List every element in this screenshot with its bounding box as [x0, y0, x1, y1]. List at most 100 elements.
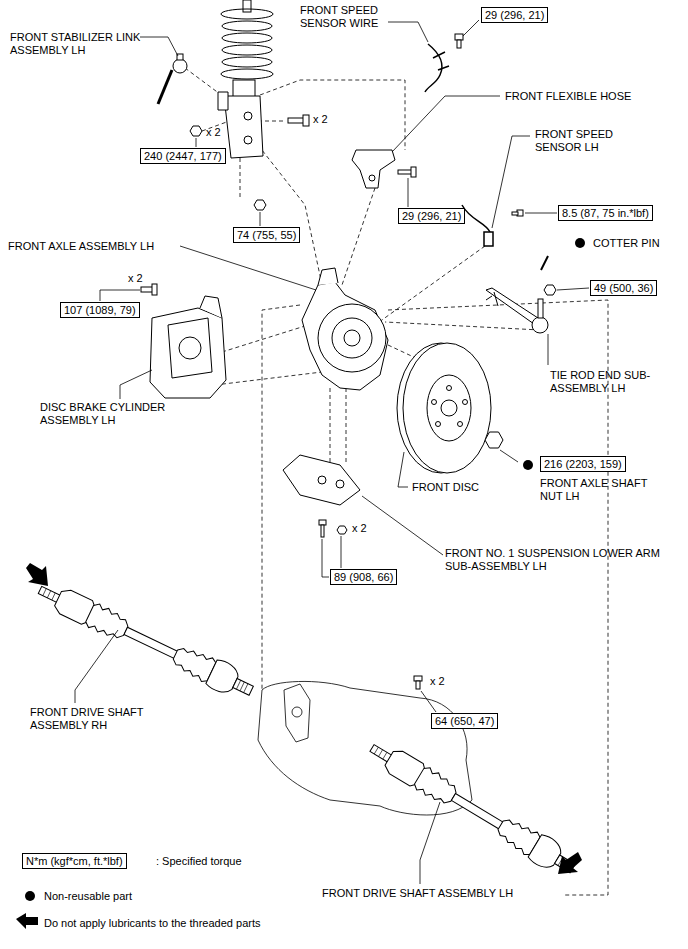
leader-line [388, 22, 428, 42]
torque-box: 240 (2447, 177) [140, 148, 226, 164]
flexible-hose-bracket [369, 175, 375, 181]
nut-and-bolt [457, 40, 461, 48]
nut-and-bolt [152, 284, 157, 295]
part-label: DISC BRAKE CYLINDER ASSEMBLY LH [40, 401, 185, 427]
dashed-assembly-line [258, 145, 322, 285]
leader-line [362, 496, 443, 555]
nut-and-bolt [321, 525, 324, 537]
coil-spring [221, 9, 273, 19]
dashed-assembly-line [368, 246, 485, 330]
non-reusable-dot [25, 891, 35, 901]
non-reusable-dot [575, 238, 585, 248]
tie-rod-end [486, 292, 498, 306]
part-label: FRONT DRIVE SHAFT ASSEMBLY RH [30, 706, 165, 732]
part-label: FRONT DISC [412, 481, 479, 494]
dashed-assembly-line [240, 158, 241, 200]
leader-line [525, 213, 557, 214]
lubricant-arrow [26, 563, 48, 586]
front-disc [427, 375, 471, 441]
quantity-label: x 2 [430, 675, 445, 688]
leader-line [500, 450, 518, 462]
leader-line [75, 630, 118, 703]
strut-body [224, 96, 263, 158]
part-label: FRONT AXLE SHAFT NUT LH [540, 477, 650, 503]
strut-body [244, 112, 252, 120]
leader-line [180, 246, 316, 290]
coil-spring [222, 57, 272, 67]
brake-caliper [168, 318, 212, 378]
quantity-label: x 2 [206, 126, 221, 139]
torque-box: 8.5 (87, 75 in.*lbf) [558, 205, 653, 221]
leader-line [140, 37, 178, 56]
strut-body [218, 80, 263, 158]
part-label: FRONT SPEED SENSOR WIRE [300, 4, 400, 30]
knuckle [332, 318, 372, 358]
torque-box: 74 (755, 55) [233, 227, 300, 243]
nut-and-bolt [141, 287, 153, 292]
nut-and-bolt [414, 676, 422, 681]
speed-sensor [462, 205, 490, 232]
nut-and-bolt [190, 126, 202, 136]
part-label: FRONT SPEED SENSOR LH [535, 128, 645, 154]
flexible-hose-bracket [352, 150, 395, 188]
nut-and-bolt [288, 118, 304, 123]
quantity-label: x 2 [352, 522, 367, 535]
torque-box: 29 (296, 21) [481, 7, 548, 23]
nut-and-bolt [411, 167, 416, 177]
part-label: FRONT DRIVE SHAFT ASSEMBLY LH [322, 887, 513, 900]
torque-box: 64 (650, 47) [431, 713, 498, 729]
torque-box: 107 (1089, 79) [60, 302, 140, 318]
torque-box: 29 (296, 21) [398, 208, 465, 224]
front-disc [441, 400, 457, 416]
leader-line [492, 136, 530, 228]
knuckle [344, 330, 360, 346]
dashed-assembly-line [222, 326, 305, 352]
torque-box: 89 (908, 66) [330, 569, 397, 585]
lower-arm [336, 480, 344, 488]
leader-line [341, 536, 342, 568]
knuckle [318, 268, 338, 285]
leader-line [548, 334, 549, 365]
quantity-label: x 2 [313, 113, 328, 126]
part-label: FRONT FLEXIBLE HOSE [505, 90, 631, 103]
drive-shaft-rh [34, 576, 258, 704]
torque-value: 216 (2203, 159) [544, 458, 622, 470]
tie-rod-end [486, 288, 538, 324]
torque-value: 74 (755, 55) [237, 229, 296, 241]
tie-rod-end [538, 299, 543, 318]
leader-line [120, 370, 152, 399]
lubricant-arrow [16, 563, 582, 929]
lower-arm [283, 455, 360, 505]
part-label: FRONT STABILIZER LINK ASSEMBLY LH [10, 31, 145, 57]
tie-rod-end [541, 256, 548, 270]
part-label: COTTER PIN [593, 237, 660, 250]
stabilizer-link [158, 70, 172, 104]
non-reusable-dot [523, 460, 533, 470]
torque-box: 49 (500, 36) [590, 280, 657, 296]
strut-body [244, 136, 252, 144]
dashed-assembly-line [262, 305, 300, 690]
nut-and-bolt [455, 34, 463, 40]
dashed-assembly-line [346, 388, 347, 462]
speed-sensor-wire [425, 44, 442, 92]
front-disc [436, 422, 441, 427]
leader-line [392, 96, 500, 152]
front-disc [397, 343, 491, 473]
nut-and-bolt [416, 681, 420, 689]
transaxle-outline [284, 684, 310, 742]
nut-and-bolt [303, 115, 309, 126]
torque-value: 89 (908, 66) [334, 571, 393, 583]
lubricant-arrow [16, 913, 38, 929]
coil-spring [221, 69, 273, 79]
nut-and-bolt [512, 212, 518, 215]
quantity-label: x 2 [128, 272, 143, 285]
leader-line [322, 539, 329, 577]
front-disc [403, 343, 491, 473]
stabilizer-link [173, 59, 187, 73]
leader-line [421, 691, 436, 712]
brake-caliper [150, 308, 226, 398]
torque-box: 216 (2203, 159) [540, 456, 626, 472]
part-label: TIE ROD END SUB-ASSEMBLY LH [550, 369, 680, 395]
legend-text: Non-reusable part [44, 890, 132, 903]
leader-line [557, 288, 589, 290]
